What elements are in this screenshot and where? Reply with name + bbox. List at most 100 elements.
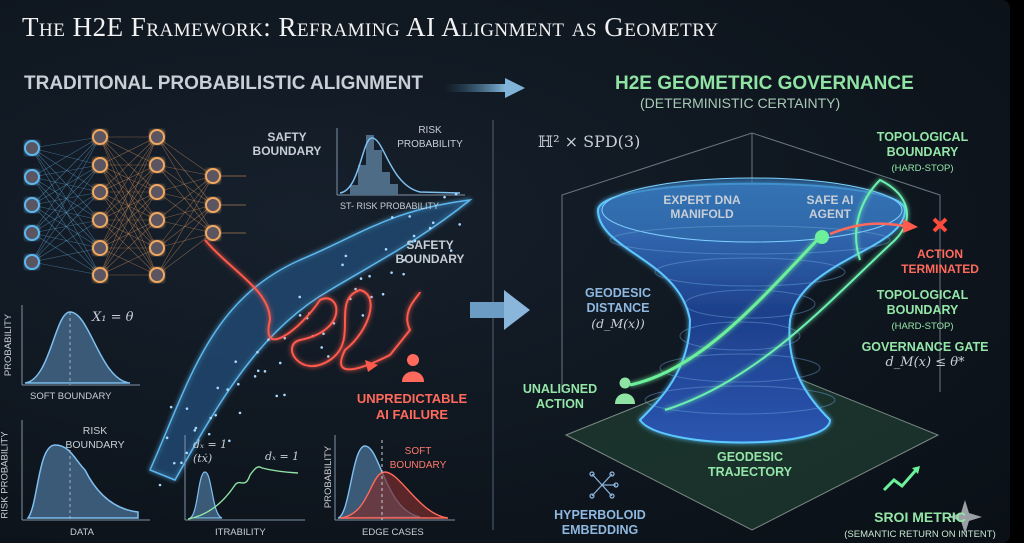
nn-edge <box>156 232 214 249</box>
risk-chart-ylabel: RISK PROBABILITY <box>0 431 11 519</box>
soft-chart-ylabel: PROBABILITY <box>3 313 15 377</box>
boundary-dot <box>283 336 287 340</box>
geodesic-distance-label: GEODESIC DISTANCE(d_M(x)) <box>568 286 668 332</box>
gate-text: GOVERNANCE GATE <box>861 340 989 354</box>
boundary-dot <box>169 405 173 409</box>
nn-edge <box>99 191 158 276</box>
safe-agent-label: SAFE AI AGENT <box>806 193 854 221</box>
edge-soft-boundary-label: SOFT BOUNDARY <box>389 446 447 471</box>
nn-node <box>92 157 108 173</box>
nn-edge <box>99 136 158 193</box>
safty-boundary-label: SAFTY BOUNDARY <box>252 130 322 158</box>
failure-person-icon <box>402 354 424 382</box>
manifold-grid-line <box>644 385 836 415</box>
boundary-dot <box>341 263 344 267</box>
space-notation: ℍ² × SPD(3) <box>538 132 641 151</box>
stability-chart <box>184 435 305 521</box>
nn-node <box>92 129 108 145</box>
nn-node <box>205 225 221 241</box>
nn-edge <box>31 232 101 276</box>
edge-chart-ylabel: PROBABILITY <box>323 445 335 509</box>
nn-edge <box>31 191 101 206</box>
nn-node <box>149 157 165 173</box>
nn-node <box>149 267 165 283</box>
action-terminated-label: ACTION TERMINATED <box>901 247 979 276</box>
manifold-grid-line <box>684 289 816 319</box>
nn-node <box>24 169 40 185</box>
risk-probability-label: RISK PROBABILITY <box>397 125 463 150</box>
right-heading: H2E GEOMETRIC GOVERNANCE <box>615 73 914 94</box>
nn-edge <box>31 204 101 276</box>
boundary-dot <box>180 461 183 465</box>
nn-edge <box>31 261 101 276</box>
boundary-dot <box>431 221 435 225</box>
nn-node <box>24 140 40 156</box>
boundary-dot <box>458 223 462 226</box>
boundary-dot <box>263 370 267 373</box>
risk-boundary-chart <box>21 420 150 521</box>
boundary-dot <box>256 369 260 373</box>
boundary-dot <box>384 248 388 251</box>
boundary-dot <box>267 338 270 341</box>
boundary-dot <box>158 483 162 487</box>
nn-node <box>149 129 165 145</box>
topological-boundary-bottom: TOPOLOGICAL BOUNDARY(HARD-STOP) <box>865 288 980 334</box>
nn-edge <box>156 164 214 206</box>
boundary-dot <box>283 393 286 397</box>
boundary-dot <box>214 413 217 417</box>
boundary-dot <box>165 436 169 440</box>
nn-edge <box>99 164 158 276</box>
nn-edge <box>156 136 214 177</box>
failure-label: UNPREDICTABLE AI FAILURE <box>356 391 468 422</box>
terminated-x-icon <box>932 217 948 233</box>
hyperboloid-embedding-label: HYPERBOLOID EMBEDDING <box>554 508 646 537</box>
nn-node <box>92 212 108 228</box>
boundary-dot <box>185 451 189 455</box>
boundary-dot <box>408 215 411 218</box>
nn-edge <box>99 136 158 221</box>
boundary-dot <box>216 386 220 390</box>
nn-node <box>149 184 165 200</box>
nn-edge <box>156 175 214 193</box>
boundary-dot <box>443 195 446 199</box>
nn-edge <box>31 147 101 276</box>
top-arrow <box>445 84 505 92</box>
boundary-dot <box>344 254 348 258</box>
boundary-dot <box>402 272 405 276</box>
nn-edge <box>156 204 214 249</box>
boundary-dot <box>207 432 211 436</box>
risk-chart-xlabel: DATA <box>70 527 94 538</box>
gate-eq: d_M(x) ≤ θ* <box>885 355 965 370</box>
edge-chart-xlabel: EDGE CASES <box>362 527 424 538</box>
nn-node <box>149 240 165 256</box>
nn-node <box>92 184 108 200</box>
nn-edge <box>156 175 214 249</box>
boundary-dot <box>368 274 371 278</box>
manifold-grid-line <box>679 321 801 351</box>
soft-chart-xlabel: SOFT BOUNDARY <box>30 391 112 402</box>
boundary-dot <box>354 287 357 291</box>
left-heading: TRADITIONAL PROBABILISTIC ALIGNMENT <box>24 73 423 94</box>
boundary-dot <box>228 439 231 443</box>
sroi-sub: (SEMANTIC RETURN ON INTENT) <box>844 529 996 540</box>
sparkle-icon <box>948 500 982 534</box>
nn-node <box>92 240 108 256</box>
manifold-grid-line <box>609 225 891 255</box>
stability-eq1: dₓ = 1 <box>193 438 228 451</box>
nn-edge <box>156 204 214 276</box>
topo2-text: TOPOLOGICAL BOUNDARY <box>876 288 969 317</box>
risk-boundary-label: RISK BOUNDARY <box>65 425 125 451</box>
nn-edge <box>99 136 158 249</box>
boundary-dot <box>226 388 229 391</box>
boundary-dot <box>298 314 302 317</box>
sroi-metric-label: SROI METRIC(SEMANTIC RETURN ON INTENT) <box>835 510 1005 542</box>
geodesic-trajectory-label: GEODESIC TRAJECTORY <box>707 450 793 479</box>
nn-edge <box>156 164 214 234</box>
nn-edge <box>31 136 101 263</box>
manifold-label: EXPERT DNA MANIFOLD <box>663 193 741 221</box>
unaligned-person-icon <box>615 377 635 404</box>
nn-edge <box>99 247 158 276</box>
boundary-dot <box>428 226 432 230</box>
nn-edge <box>156 191 214 206</box>
